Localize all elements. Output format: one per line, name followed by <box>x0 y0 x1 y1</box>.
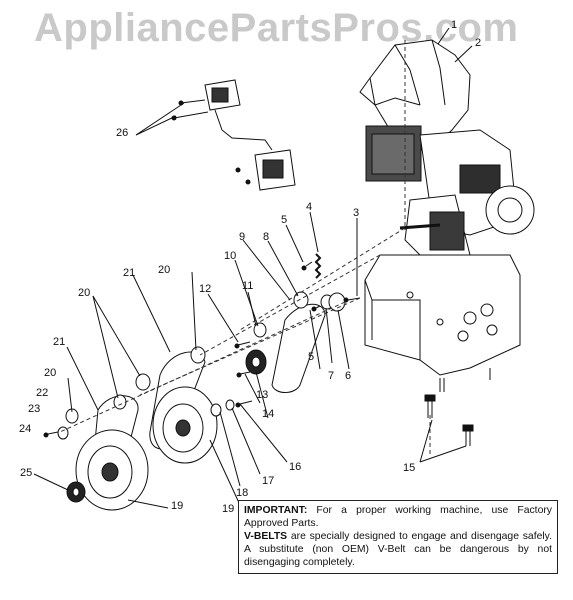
bolt-parts <box>43 261 361 438</box>
callout-24: 24 <box>19 423 32 435</box>
callout-leaders <box>33 27 473 509</box>
callout-21-lower: 21 <box>53 336 66 348</box>
callout-26: 26 <box>116 127 129 139</box>
callout-14: 14 <box>262 408 275 420</box>
idler-pulley-part-13 <box>245 349 267 375</box>
vbelts-label: V-BELTS <box>244 531 288 542</box>
callout-7: 7 <box>328 370 335 382</box>
callout-5-upper: 5 <box>281 214 288 226</box>
callout-3: 3 <box>353 207 360 219</box>
watermark-logo: AppliancePartsPros.com <box>34 6 519 50</box>
callout-25: 25 <box>20 467 33 479</box>
callout-21-upper: 21 <box>123 267 136 279</box>
callout-10: 10 <box>224 250 237 262</box>
callout-6: 6 <box>345 370 352 382</box>
callout-18: 18 <box>236 487 249 499</box>
callout-9: 9 <box>239 231 246 243</box>
spring-part-4 <box>314 253 322 279</box>
callout-11: 11 <box>242 280 254 292</box>
callout-23: 23 <box>28 403 41 415</box>
callout-1: 1 <box>451 19 458 31</box>
callout-19-front: 19 <box>171 500 184 512</box>
callout-20-c: 20 <box>44 367 57 379</box>
vbelts-text: are specially designed to engage and dis… <box>244 531 552 568</box>
callout-5-lower: 5 <box>308 351 315 363</box>
switch-harness-part <box>171 79 296 191</box>
callout-19-rear: 19 <box>222 503 235 515</box>
callout-8: 8 <box>263 231 270 243</box>
callout-20-b: 20 <box>158 264 171 276</box>
assembly-guide-lines <box>59 40 431 455</box>
callout-2: 2 <box>475 37 482 49</box>
callout-20-a: 20 <box>78 287 91 299</box>
important-text: For a proper working machine, use Factor… <box>244 505 552 529</box>
important-label: IMPORTANT: <box>244 505 308 516</box>
belt-part-9 <box>271 303 326 393</box>
callout-4: 4 <box>306 201 313 213</box>
bolt-part-15 <box>424 368 491 446</box>
pulley-part-19-rear <box>152 386 218 464</box>
pulley-part-19-front <box>75 429 149 511</box>
important-note-box: IMPORTANT: For a proper working machine,… <box>238 500 558 574</box>
callout-22: 22 <box>36 387 49 399</box>
callout-13: 13 <box>256 389 269 401</box>
callout-16: 16 <box>289 461 302 473</box>
callout-12: 12 <box>199 283 212 295</box>
frame-assembly <box>364 125 535 376</box>
callout-17: 17 <box>262 475 275 487</box>
callout-15: 15 <box>403 462 416 474</box>
